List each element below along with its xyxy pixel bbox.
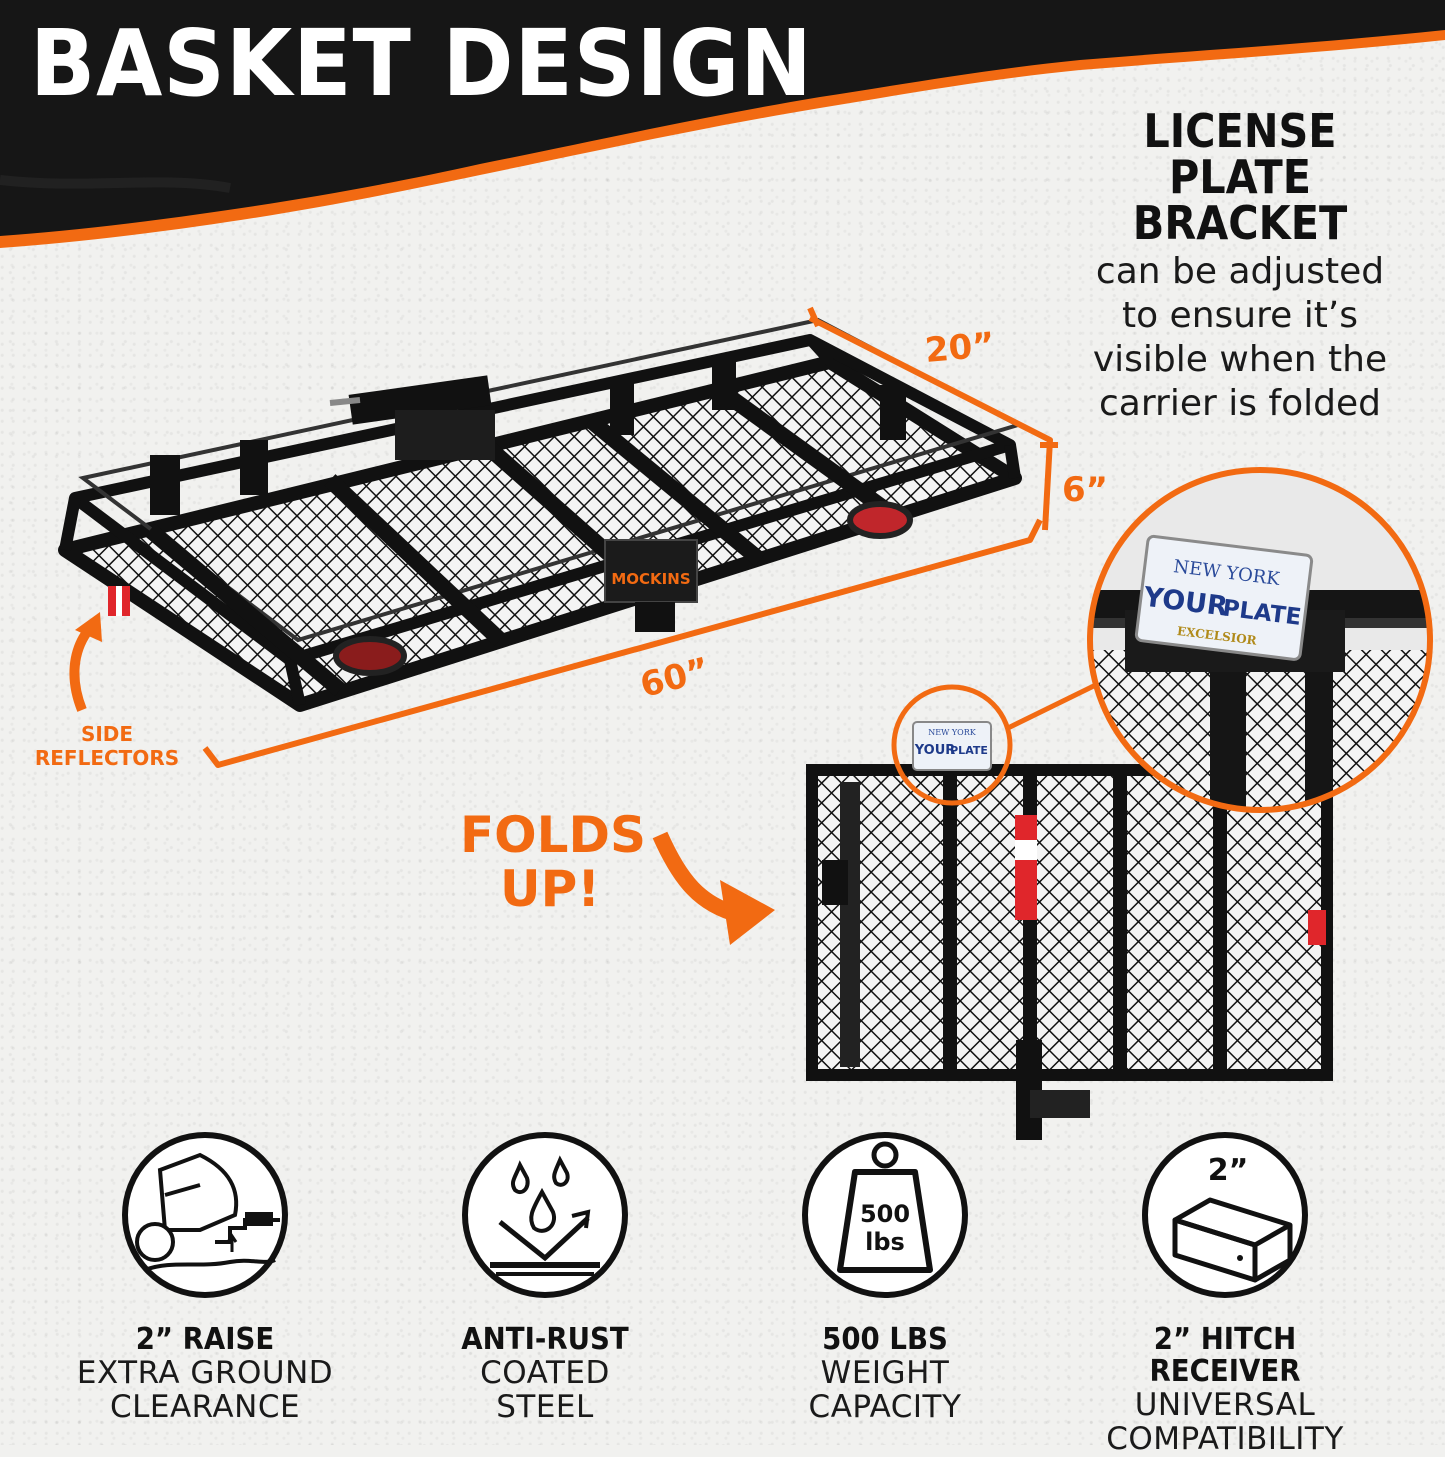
description-line: can be adjusted	[1095, 251, 1385, 292]
weight-icon-label: 500	[860, 1200, 910, 1228]
description-line: visible when the	[1092, 339, 1388, 380]
reflector-arrow	[69, 624, 95, 712]
feature-weight-capacity: 500 lbs 500 LBS WEIGHT CAPACITY	[735, 1130, 1035, 1424]
weight-icon-unit: lbs	[865, 1228, 905, 1256]
small-plate-text2: PLATE	[950, 744, 988, 757]
page-title: BASKET DESIGN	[30, 10, 813, 117]
license-plate-description: can be adjusted to ensure it’s visible w…	[1072, 250, 1408, 426]
heading-line: PLATE	[1168, 150, 1312, 204]
hitch-size-label: 2”	[1208, 1153, 1249, 1188]
folded-basket: NEW YORK YOUR PLATE	[806, 684, 1333, 1140]
tail-light-left	[333, 636, 407, 676]
tail-light-right	[847, 501, 913, 539]
feature-subtitle: CAPACITY	[808, 1389, 962, 1425]
header-band	[0, 0, 1445, 248]
feature-subtitle: COMPATIBILITY	[1106, 1421, 1344, 1457]
side-reflectors-line: REFLECTORS	[34, 746, 180, 770]
zoom-lens: NEW YORK YOUR PLATE EXCELSIOR	[1087, 467, 1433, 813]
brand-logo: MOCKINS	[611, 570, 690, 588]
heading-line: BRACKET	[1132, 196, 1348, 250]
hitch-tube-icon: 2”	[1142, 1132, 1308, 1298]
flat-basket: MOCKINS	[58, 317, 1024, 712]
water-drop-icon	[462, 1132, 628, 1298]
feature-title: 2” HITCH RECEIVER	[1149, 1322, 1301, 1389]
side-reflectors-line: SIDE	[80, 722, 134, 746]
feature-hitch-receiver: 2” 2” HITCH RECEIVER UNIVERSAL COMPATIBI…	[1075, 1130, 1375, 1456]
side-reflectors-label: SIDE REFLECTORS	[22, 722, 192, 770]
feature-title: ANTI-RUST	[461, 1322, 629, 1357]
feature-subtitle: EXTRA GROUND	[76, 1355, 334, 1391]
feature-title: 500 LBS	[822, 1322, 948, 1357]
zoom-connector	[1006, 675, 1112, 731]
feature-subtitle: UNIVERSAL	[1134, 1387, 1316, 1423]
description-line: to ensure it’s	[1121, 295, 1359, 336]
feature-subtitle: WEIGHT	[820, 1355, 950, 1391]
dimension-lines	[202, 306, 1058, 768]
dimension-width: 20”	[923, 325, 997, 371]
feature-anti-rust: ANTI-RUST COATED STEEL	[395, 1130, 695, 1424]
small-plate-state: NEW YORK	[928, 728, 976, 737]
license-plate-heading: LICENSE PLATE BRACKET	[1096, 108, 1384, 246]
raise-icon	[122, 1132, 288, 1298]
folds-line: FOLDS	[460, 806, 647, 864]
heading-line: LICENSE	[1143, 104, 1337, 158]
feature-subtitle: COATED	[480, 1355, 610, 1391]
feature-subtitle: STEEL	[496, 1389, 594, 1425]
folds-line: UP!	[499, 860, 601, 918]
weight-icon: 500 lbs	[802, 1132, 968, 1298]
feature-ground-clearance: 2” RAISE EXTRA GROUND CLEARANCE	[55, 1130, 355, 1424]
folds-up-label: FOLDS UP!	[460, 806, 647, 918]
feature-subtitle: CLEARANCE	[109, 1389, 301, 1425]
small-plate-text: YOUR	[914, 743, 956, 758]
dimension-height: 6”	[1062, 470, 1109, 510]
description-line: carrier is folded	[1099, 383, 1381, 424]
feature-title: 2” RAISE	[135, 1322, 275, 1357]
